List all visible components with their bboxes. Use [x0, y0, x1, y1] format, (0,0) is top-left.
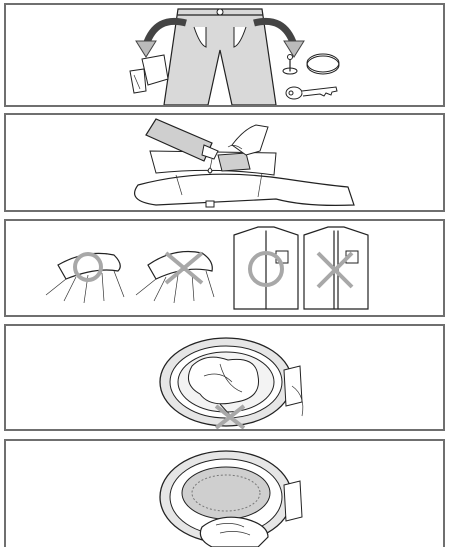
instruction-panel-pretreat-stain: [4, 113, 445, 212]
key-icon: [286, 87, 337, 99]
waistband-closed-icon: [46, 253, 124, 303]
coin-icon: [307, 54, 339, 74]
waistband-open-icon: [136, 252, 214, 304]
shirt-unbuttoned-icon: [304, 227, 368, 309]
instruction-panel-empty-pockets: [4, 3, 445, 107]
tissue-icon: [130, 55, 168, 93]
instruction-panel-loading-door: [4, 324, 445, 431]
pin-icon: [283, 55, 297, 75]
instruction-panel-clean-door-seal: [4, 439, 445, 547]
instruction-panel-close-fastenings: [4, 219, 445, 317]
shirt-buttoned-icon: [234, 227, 298, 309]
